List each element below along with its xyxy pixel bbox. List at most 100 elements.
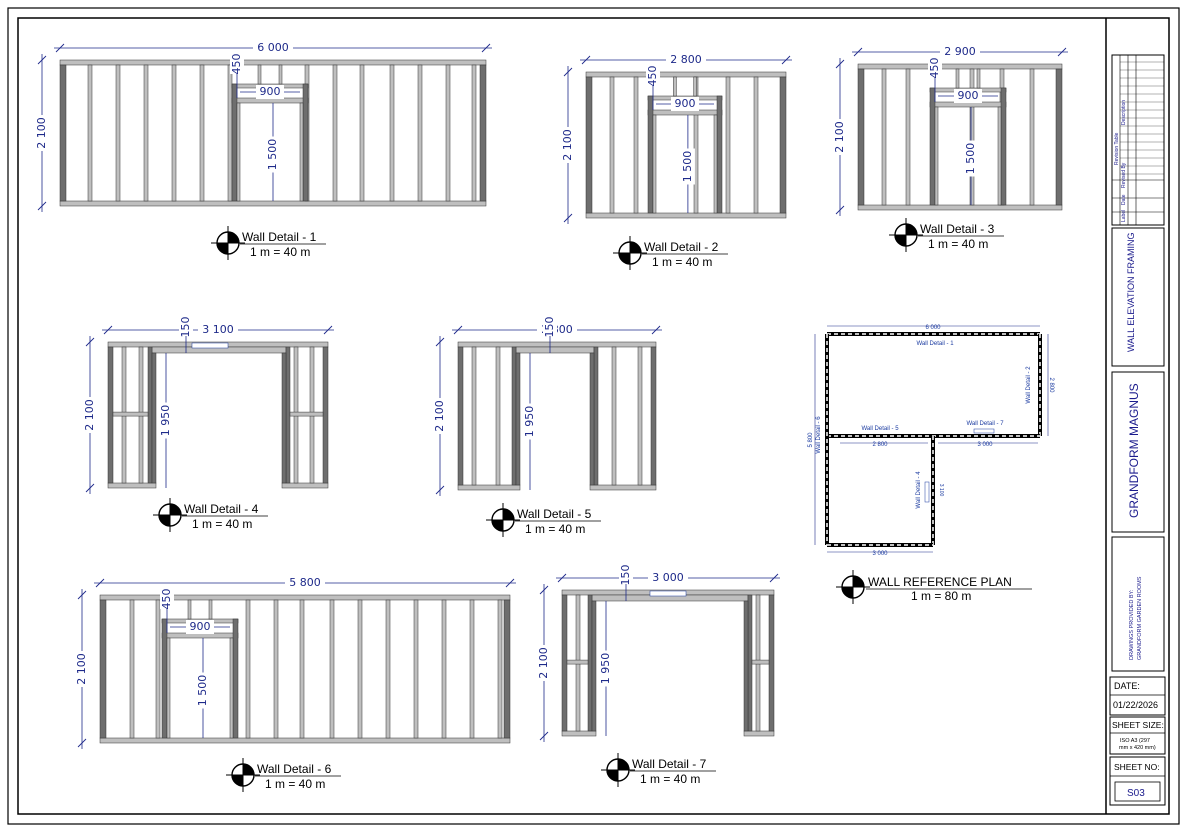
wall-6-width-dim: 5 800 (289, 576, 321, 589)
wall-detail-title: Wall Detail - 7 (632, 757, 707, 771)
wall-detail-6-label: Wall Detail - 61 m = 40 m (226, 758, 341, 792)
section-marker-icon (226, 758, 260, 792)
provided-by-label: DRAWINGS PROVIDED BY: (1129, 589, 1135, 660)
revision-table (1111, 54, 1165, 226)
wall-2-opening-height-dim: 1 500 (681, 151, 694, 183)
sheet-no-value: S03 (1127, 788, 1145, 799)
wall-detail-scale: 1 m = 40 m (250, 245, 310, 259)
plan-small-dim: 3 100 (938, 484, 944, 497)
sheet-size-label: SHEET SIZE: (1112, 720, 1164, 730)
plan-scale: 1 m = 80 m (911, 589, 971, 603)
wall-detail-5-label: Wall Detail - 51 m = 40 m (486, 503, 601, 537)
wall-1-height-dim: 2 100 (35, 117, 48, 149)
wall-4-width-dim: 3 100 (202, 323, 234, 336)
date-box (1109, 676, 1166, 716)
wall-7-height-dim: 2 100 (537, 647, 550, 679)
section-marker-icon (836, 570, 870, 604)
wall-detail-scale: 1 m = 40 m (652, 255, 712, 269)
sheet-no-box (1109, 756, 1166, 806)
wall-6-opening-width-dim: 900 (190, 620, 211, 633)
plan-mid-right-dim: 3 000 (977, 442, 993, 448)
wall-detail-7-label: Wall Detail - 71 m = 40 m (601, 753, 716, 787)
revision-header-label: Label (1121, 210, 1127, 222)
wall-2-opening-width-dim: 900 (675, 97, 696, 110)
wall-detail-2-elevation: 2 800 2 100 900 450 1 500 (561, 53, 792, 224)
wall-5-opening-height-dim: 1 950 (523, 406, 536, 438)
drawing-title: WALL ELEVATION FRAMING (1126, 232, 1136, 352)
wall-7-width-dim: 3 000 (652, 571, 684, 584)
sheet-inner-border (17, 17, 1170, 815)
plan-left-dim: 5 800 (808, 432, 814, 448)
wall-3-height-dim: 2 100 (833, 121, 846, 153)
wall-2-height-dim: 2 100 (561, 129, 574, 161)
plan-tag-wall-detail-2: Wall Detail - 2 (1026, 366, 1032, 404)
wall-detail-scale: 1 m = 40 m (265, 777, 325, 791)
wall-2-width-dim: 2 800 (670, 53, 702, 66)
wall-4-height-dim: 2 100 (83, 399, 96, 431)
wall-6-opening-height-dim: 1 500 (196, 675, 209, 707)
wall-3-header-dim: 450 (928, 58, 941, 79)
provided-by-company: GRANDFORM GARDEN ROOMS (1137, 576, 1143, 660)
plan-right-dim: 2 800 (1048, 377, 1054, 393)
wall-5-height-dim: 2 100 (433, 400, 446, 432)
wall-1-width-dim: 6 000 (257, 41, 289, 54)
wall-detail-title: Wall Detail - 5 (517, 507, 592, 521)
sheet-size-value-line1: ISO A3 (297 (1120, 738, 1150, 744)
plan-mid-left-dim: 2 800 (872, 442, 888, 448)
wall-detail-3-label: Wall Detail - 31 m = 40 m (889, 218, 1004, 252)
wall-detail-title: Wall Detail - 6 (257, 762, 332, 776)
wall-detail-scale: 1 m = 40 m (192, 517, 252, 531)
wall-6-height-dim: 2 100 (75, 653, 88, 685)
provided-by-box (1111, 536, 1165, 672)
plan-tag-wall-detail-1: Wall Detail - 1 (916, 341, 954, 347)
section-marker-icon (153, 498, 187, 532)
wall-4-opening-height-dim: 1 950 (159, 405, 172, 437)
company-name: GRANDFORM MAGNUS (1127, 383, 1141, 518)
plan-tag-wall-detail-4: Wall Detail - 4 (916, 471, 922, 509)
section-marker-icon (211, 226, 245, 260)
sheet-size-box (1109, 716, 1166, 755)
wall-detail-4-label: Wall Detail - 41 m = 40 m (153, 498, 268, 532)
wall-detail-1-label: Wall Detail - 11 m = 40 m (211, 226, 326, 260)
date-value: 01/22/2026 (1113, 700, 1158, 710)
section-marker-icon (889, 218, 923, 252)
wall-detail-6-elevation: 5 800 2 100 900 450 1 500 (75, 576, 516, 749)
date-label: DATE: (1114, 681, 1140, 691)
drawing-title-box (1111, 227, 1165, 367)
section-marker-icon (601, 753, 635, 787)
wall-3-opening-height-dim: 1 500 (964, 143, 977, 175)
wall-7-header-dim: 150 (619, 565, 632, 586)
plan-bottom-dim: 3 000 (872, 551, 888, 557)
wall-detail-2-label: Wall Detail - 21 m = 40 m (613, 236, 728, 270)
wall-detail-title: Wall Detail - 1 (242, 230, 317, 244)
wall-6-header-dim: 450 (160, 589, 173, 610)
company-box (1111, 371, 1165, 533)
wall-detail-scale: 1 m = 40 m (928, 237, 988, 251)
wall-1-header-dim: 450 (230, 54, 243, 75)
wall-5-header-dim: 150 (543, 317, 556, 338)
sheet-no-label: SHEET NO: (1114, 762, 1160, 772)
wall-detail-7-elevation: 3 000 2 100 150 1 950 (537, 565, 780, 742)
plan-tag-wall-detail-6: Wall Detail - 6 (816, 416, 822, 454)
sheet-size-value-line2: mm x 420 mm) (1119, 745, 1156, 751)
wall-2-header-dim: 450 (646, 66, 659, 87)
revision-header-description: Description (1121, 100, 1127, 125)
wall-detail-scale: 1 m = 40 m (640, 772, 700, 786)
revision-header-table: Revision Table (1114, 132, 1120, 165)
section-marker-icon (486, 503, 520, 537)
revision-header-revised-by: Revised By (1121, 162, 1127, 188)
sheet-outer-border (7, 7, 1180, 825)
wall-1-opening-height-dim: 1 500 (266, 139, 279, 171)
wall-detail-scale: 1 m = 40 m (525, 522, 585, 536)
title-block: Label Date Revised By Revision Table Des… (1109, 54, 1166, 806)
section-marker-icon (613, 236, 647, 270)
wall-7-opening-height-dim: 1 950 (599, 653, 612, 685)
revision-header-date: Date (1121, 194, 1127, 205)
wall-3-opening-width-dim: 900 (958, 89, 979, 102)
